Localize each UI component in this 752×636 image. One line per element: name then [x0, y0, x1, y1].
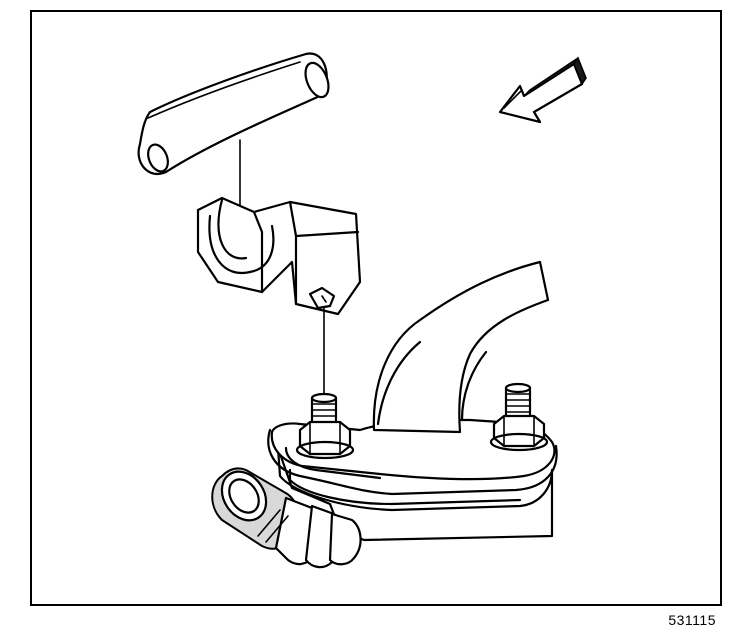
- figure-frame: [30, 10, 722, 606]
- tube-neck: [372, 260, 550, 434]
- side-fitting: [211, 467, 362, 569]
- hose: [137, 52, 330, 175]
- front-arrow-icon: [498, 56, 587, 124]
- figure-number: 531115: [668, 612, 716, 628]
- engine-block: [276, 446, 554, 542]
- hose-retainer-clip: [196, 196, 362, 316]
- left-stud-nut: [295, 392, 355, 460]
- right-stud-nut: [489, 382, 549, 452]
